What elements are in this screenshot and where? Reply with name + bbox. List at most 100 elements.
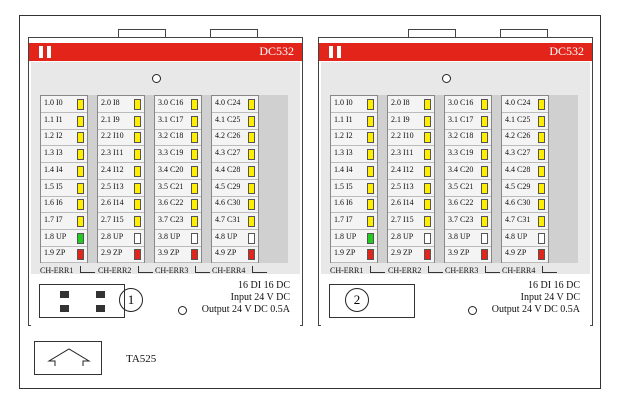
status-led-icon: [424, 99, 431, 110]
status-led-icon: [538, 199, 545, 211]
channel-label: 3.1 C17: [448, 114, 474, 124]
status-led-icon: [424, 182, 431, 194]
channel-label: 4.7 C31: [505, 214, 531, 224]
status-led-icon: [248, 232, 255, 244]
channel-cell: 2.2 I10: [388, 129, 434, 147]
spec-line: 16 DI 16 DC: [528, 280, 580, 291]
status-led-icon: [538, 249, 545, 261]
channel-cell: 2.5 I13: [98, 180, 144, 197]
channel-label: 2.8 UP: [101, 231, 124, 241]
channel-error-label: CH-ERR2: [98, 266, 132, 275]
channel-cell: 3.1 C17: [155, 113, 201, 130]
status-led-icon: [367, 132, 374, 144]
status-led-icon: [191, 115, 198, 127]
channel-cell: 1.0 I0: [331, 96, 377, 113]
channel-label: 1.4 I4: [44, 164, 63, 174]
channel-label: 3.5 C21: [158, 181, 184, 191]
channel-cell: 1.9 ZP: [331, 246, 377, 264]
channel-cell: 1.1 I1: [41, 113, 87, 130]
channel-cell: 2.7 I15: [388, 213, 434, 230]
status-led-icon: [424, 199, 431, 211]
terminal-block: [39, 284, 125, 318]
channel-error-label: CH-ERR3: [155, 266, 189, 275]
status-led-icon: [191, 215, 198, 227]
status-led-icon: [367, 99, 374, 110]
channel-cell: 1.4 I4: [41, 163, 87, 180]
channel-label: 3.2 C18: [158, 131, 184, 141]
status-led-icon: [77, 199, 84, 211]
channel-cell: 4.4 C28: [212, 163, 258, 180]
channel-cell: 4.0 C24: [212, 96, 258, 113]
channel-error-label: CH-ERR1: [330, 266, 364, 275]
status-led-icon: [424, 215, 431, 227]
status-led-icon: [424, 115, 431, 127]
status-led-icon: [367, 182, 374, 194]
channel-label: 3.7 C23: [448, 214, 474, 224]
status-led-icon: [248, 149, 255, 161]
channel-label: 3.4 C20: [158, 164, 184, 174]
channel-cell: 1.5 I5: [41, 180, 87, 197]
channel-label: 3.3 C19: [158, 148, 184, 158]
channel-cell: 3.2 C18: [155, 129, 201, 147]
channel-label: 3.0 C16: [158, 98, 184, 107]
channel-cell: 2.2 I10: [98, 129, 144, 147]
channel-cell: 2.9 ZP: [388, 246, 434, 264]
channel-label: 1.2 I2: [44, 131, 63, 141]
channel-label: 3.9 ZP: [158, 248, 180, 258]
channel-label: 2.5 I13: [391, 181, 414, 191]
channel-cell: 1.1 I1: [331, 113, 377, 130]
channel-cell: 1.0 I0: [41, 96, 87, 113]
status-led-icon: [77, 165, 84, 177]
channel-label: 2.4 I12: [101, 164, 124, 174]
spec-line: Output 24 V DC 0.5A: [491, 304, 580, 315]
terminal-pin-icon: [60, 305, 69, 312]
channel-label: 1.7 I7: [44, 214, 63, 224]
channel-cell: 1.8 UP: [41, 230, 87, 247]
error-bracket: [428, 266, 443, 273]
channel-cell: 2.9 ZP: [98, 246, 144, 264]
abb-logo: [39, 46, 55, 58]
status-led-icon: [481, 182, 488, 194]
terminal-block: [329, 284, 415, 318]
status-led-icon: [538, 232, 545, 244]
channel-label: 4.2 C26: [505, 131, 531, 141]
status-led-icon: [481, 249, 488, 261]
module-tab: [500, 29, 548, 37]
status-led-icon: [367, 215, 374, 227]
channel-cell: 3.9 ZP: [445, 246, 491, 264]
mounting-screw-icon: [442, 74, 451, 83]
channel-label: 1.2 I2: [334, 131, 353, 141]
channel-cell: 2.1 I9: [388, 113, 434, 130]
channel-cell: 2.8 UP: [98, 230, 144, 247]
channel-label: 3.8 UP: [448, 231, 471, 241]
screw-icon: [468, 306, 477, 315]
channel-cell: 2.4 I12: [388, 163, 434, 180]
channel-cell: 3.3 C19: [445, 146, 491, 164]
channel-label: 1.8 UP: [334, 231, 357, 241]
module-header: DC532: [29, 43, 302, 61]
channel-label: 2.1 I9: [101, 114, 120, 124]
channel-cell: 2.0 I8: [98, 96, 144, 113]
status-led-icon: [538, 215, 545, 227]
error-bracket: [80, 266, 95, 273]
channel-cell: 4.5 C29: [502, 180, 548, 197]
status-led-icon: [191, 149, 198, 161]
channel-label: 1.3 I3: [334, 148, 353, 158]
channel-cell: 4.9 ZP: [212, 246, 258, 264]
channel-cell: 4.1 C25: [502, 113, 548, 130]
channel-cell: 3.0 C16: [445, 96, 491, 113]
status-led-icon: [191, 249, 198, 261]
status-led-icon: [134, 132, 141, 144]
status-led-icon: [77, 149, 84, 161]
status-led-icon: [367, 249, 374, 261]
module-tab: [408, 29, 456, 37]
channel-cell: 2.3 I11: [98, 146, 144, 164]
